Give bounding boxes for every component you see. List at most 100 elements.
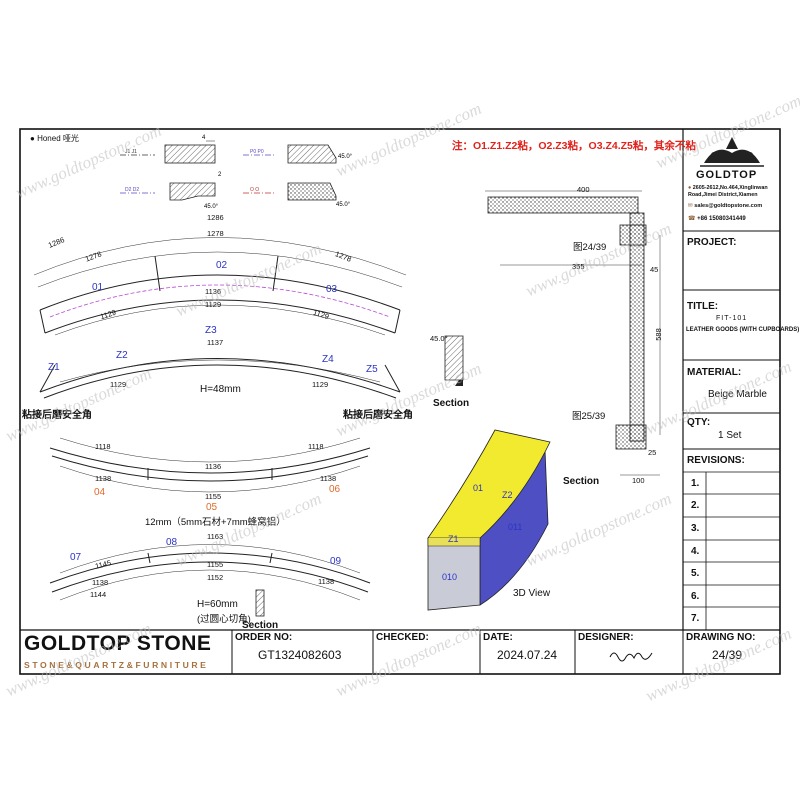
dim-1136-a: 1136 [205, 287, 222, 296]
company-tagline: STONE&QUARTZ&FURNITURE [24, 660, 209, 670]
logo-address: ● 2605-2612,No.464,Xinglinwan Road,Jimei… [688, 185, 778, 199]
view-label-z1: Z1 [448, 534, 459, 544]
piece-08: 08 [166, 537, 178, 548]
title-value: LEATHER GOODS (WITH CUPBOARDS) [686, 327, 800, 333]
dim-1155-b: 1155 [207, 560, 224, 569]
view-label-01: 01 [473, 483, 484, 493]
dim-25: 25 [648, 448, 657, 457]
section-mid-label: Section [433, 398, 470, 409]
dim-1138-c: 1138 [92, 578, 109, 587]
section-right-label: Section [563, 476, 600, 487]
logo-block: GOLDTOP ● 2605-2612,No.464,Xinglinwan Ro… [686, 133, 778, 229]
piece-06: 06 [329, 484, 341, 495]
dim-355: 355 [572, 262, 585, 271]
top-arc-plan [33, 237, 407, 336]
piece-z2: Z2 [116, 350, 128, 361]
view-3d [427, 429, 551, 611]
dim-1138-b: 1138 [320, 474, 337, 483]
section-mid-profile [444, 335, 464, 386]
dim-588: 588 [653, 328, 663, 341]
dim-45: 45 [650, 265, 659, 274]
crown-logo-icon [700, 137, 764, 167]
z-arc-plan [39, 358, 401, 399]
note-bullet-icon: ● [30, 134, 35, 143]
svg-text:D2 D2: D2 D2 [125, 187, 139, 193]
dim-1144: 1144 [90, 590, 107, 599]
height-60-label: H=60mm [197, 599, 238, 610]
view-label-010: 010 [442, 572, 458, 582]
logo-address-text: 2605-2612,No.464,Xinglinwan Road,Jimei D… [688, 185, 768, 198]
mail-icon: ✉ [688, 203, 693, 209]
dim-1138-a: 1138 [95, 474, 112, 483]
dim-45deg-d: 45.0° [430, 334, 448, 343]
dim-1136-b: 1136 [205, 462, 222, 471]
logo-email-text: sales@goldtopstone.com [694, 203, 763, 209]
project-label: PROJECT: [687, 237, 737, 248]
section-bottom-label: Section [242, 620, 279, 631]
drawing-no-label: DRAWING NO: [686, 632, 756, 643]
piece-z3: Z3 [205, 325, 217, 336]
revision-2: 2. [691, 500, 700, 511]
company-name: GOLDTOP STONE [24, 632, 212, 655]
piece-z5: Z5 [366, 364, 378, 375]
finish-note-text: Honed 哑光 [37, 134, 79, 143]
cabinet-section [485, 190, 661, 476]
revision-7: 7. [691, 613, 700, 624]
safety-note-left: 粘接后磨安全角 [22, 410, 92, 421]
piece-09: 09 [330, 556, 342, 567]
revision-5: 5. [691, 568, 700, 579]
order-label: ORDER NO: [235, 632, 293, 643]
piece-05: 05 [206, 502, 218, 513]
dim-100: 100 [632, 476, 645, 485]
piece-03: 03 [326, 284, 338, 295]
revision-3: 3. [691, 523, 700, 534]
layer-note: 12mm（5mm石材+7mm蜂窝铝） [145, 517, 286, 528]
dim-45deg-a: 45.0° [338, 154, 353, 160]
dim-1286-b: 1286 [207, 213, 224, 222]
designer-label: DESIGNER: [578, 632, 634, 643]
dim-1118-a: 1118 [95, 442, 111, 451]
dim-1137: 1137 [207, 338, 224, 347]
material-label: MATERIAL: [687, 367, 742, 378]
bonding-note: 注：O1.Z1.Z2粘，O2.Z3粘，O3.Z4.Z5粘，其余不粘 [452, 140, 696, 152]
revisions-label: REVISIONS: [687, 455, 745, 466]
piece-07: 07 [70, 552, 82, 563]
view-label-z2: Z2 [502, 490, 513, 500]
arc-07-08-09 [49, 544, 371, 601]
height-60-note: (过圆心切角) [197, 614, 251, 625]
logo-email: ✉ sales@goldtopstone.com [688, 203, 762, 209]
ref-24-39: 图24/39 [573, 242, 607, 253]
view-label-011: 011 [508, 522, 523, 532]
dim-400: 400 [577, 185, 590, 194]
designer-signature-icon [609, 652, 653, 662]
title-label: TITLE: [687, 301, 719, 312]
dim-1129-d: 1129 [110, 380, 127, 389]
dim-2a: 2 [218, 172, 222, 178]
piece-02: 02 [216, 260, 228, 271]
qty-value: 1 Set [718, 430, 742, 441]
phone-icon: ☎ [688, 216, 696, 222]
dim-4: 4 [202, 135, 206, 141]
date-value: 2024.07.24 [497, 648, 558, 662]
svg-text:O O: O O [250, 187, 259, 193]
dim-1155: 1155 [205, 492, 222, 501]
section-bottom-profile [255, 589, 265, 617]
logo-name: GOLDTOP [696, 169, 758, 181]
finish-note: ● Honed 哑光 [30, 133, 79, 144]
logo-phone: ☎ +86 15080341449 [688, 215, 746, 222]
logo-phone-text: +86 15080341449 [697, 216, 746, 222]
location-pin-icon: ● [688, 185, 692, 191]
dim-1118-b: 1118 [308, 442, 324, 451]
date-label: DATE: [483, 632, 513, 643]
dim-1129-a: 1129 [205, 300, 222, 309]
arc-04-05-06 [49, 437, 371, 493]
piece-z1: Z1 [48, 362, 60, 373]
piece-01: 01 [92, 282, 104, 293]
svg-text:J1 J1: J1 J1 [125, 149, 137, 155]
dim-45deg-c: 45.0° [336, 202, 351, 208]
height-48-label: H=48mm [200, 384, 241, 395]
material-value: Beige Marble [708, 389, 767, 400]
checked-label: CHECKED: [376, 632, 429, 643]
